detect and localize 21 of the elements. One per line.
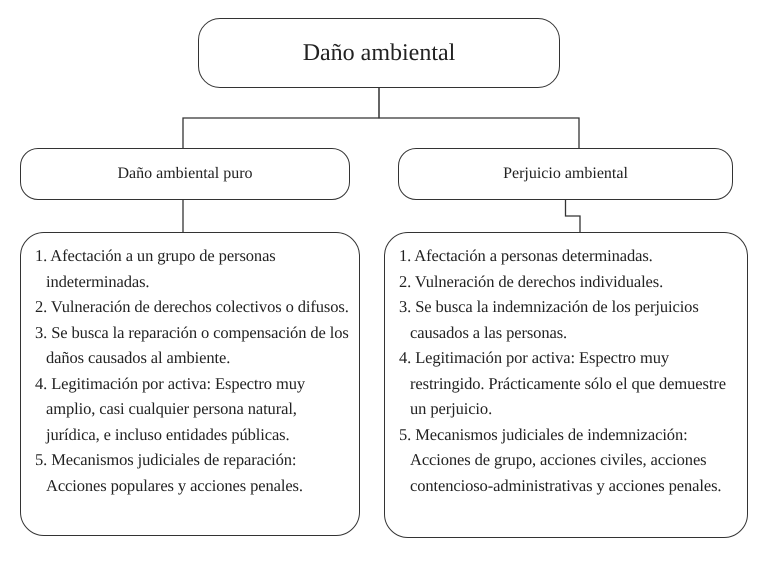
rounded-box [20, 148, 350, 200]
list-item: 1. Afectación a un grupo de personas indeterminadas. [35, 245, 277, 292]
list-item: 3. Se busca la indemnización de los perjuicios causados a las personas. [399, 296, 700, 344]
list-item: 2. Vulneración de derechos colectivos o difusos. [35, 296, 350, 318]
node-label: Daño ambiental puro [117, 165, 253, 183]
connector-line [182, 200, 184, 232]
list-item: 4. Legitimación por activa: Espectro muy restringido. Prácticamente sólo el que demuestre un perjuicio. [399, 347, 727, 420]
list-box [384, 232, 748, 538]
connector-line [378, 88, 580, 148]
list-item: 4. Legitimación por activa: Espectro muy amplio, casi cualquier persona natural, jurídica, e incluso entidades públicas. [35, 372, 306, 446]
rounded-box [198, 18, 560, 88]
node-label: Daño ambiental [302, 40, 456, 66]
connector-line [564, 200, 581, 232]
node-label: Perjuicio ambiental [503, 165, 628, 183]
list-box [20, 232, 360, 536]
list-item: 2. Vulneración de derechos individuales. [399, 270, 664, 292]
rounded-box [398, 148, 733, 200]
list-item: 3. Se busca la reparación o compensación de los daños causados al ambiente. [35, 322, 350, 369]
list-item: 1. Afectación a personas determinadas. [399, 245, 654, 267]
list-item: 5. Mecanismos judiciales de reparación: Acciones populares y acciones penales. [35, 449, 304, 497]
list-item: 5. Mecanismos judiciales de indemnización: Acciones de grupo, acciones civiles, acciones contencioso-administrativas y acciones penales. [399, 424, 722, 497]
